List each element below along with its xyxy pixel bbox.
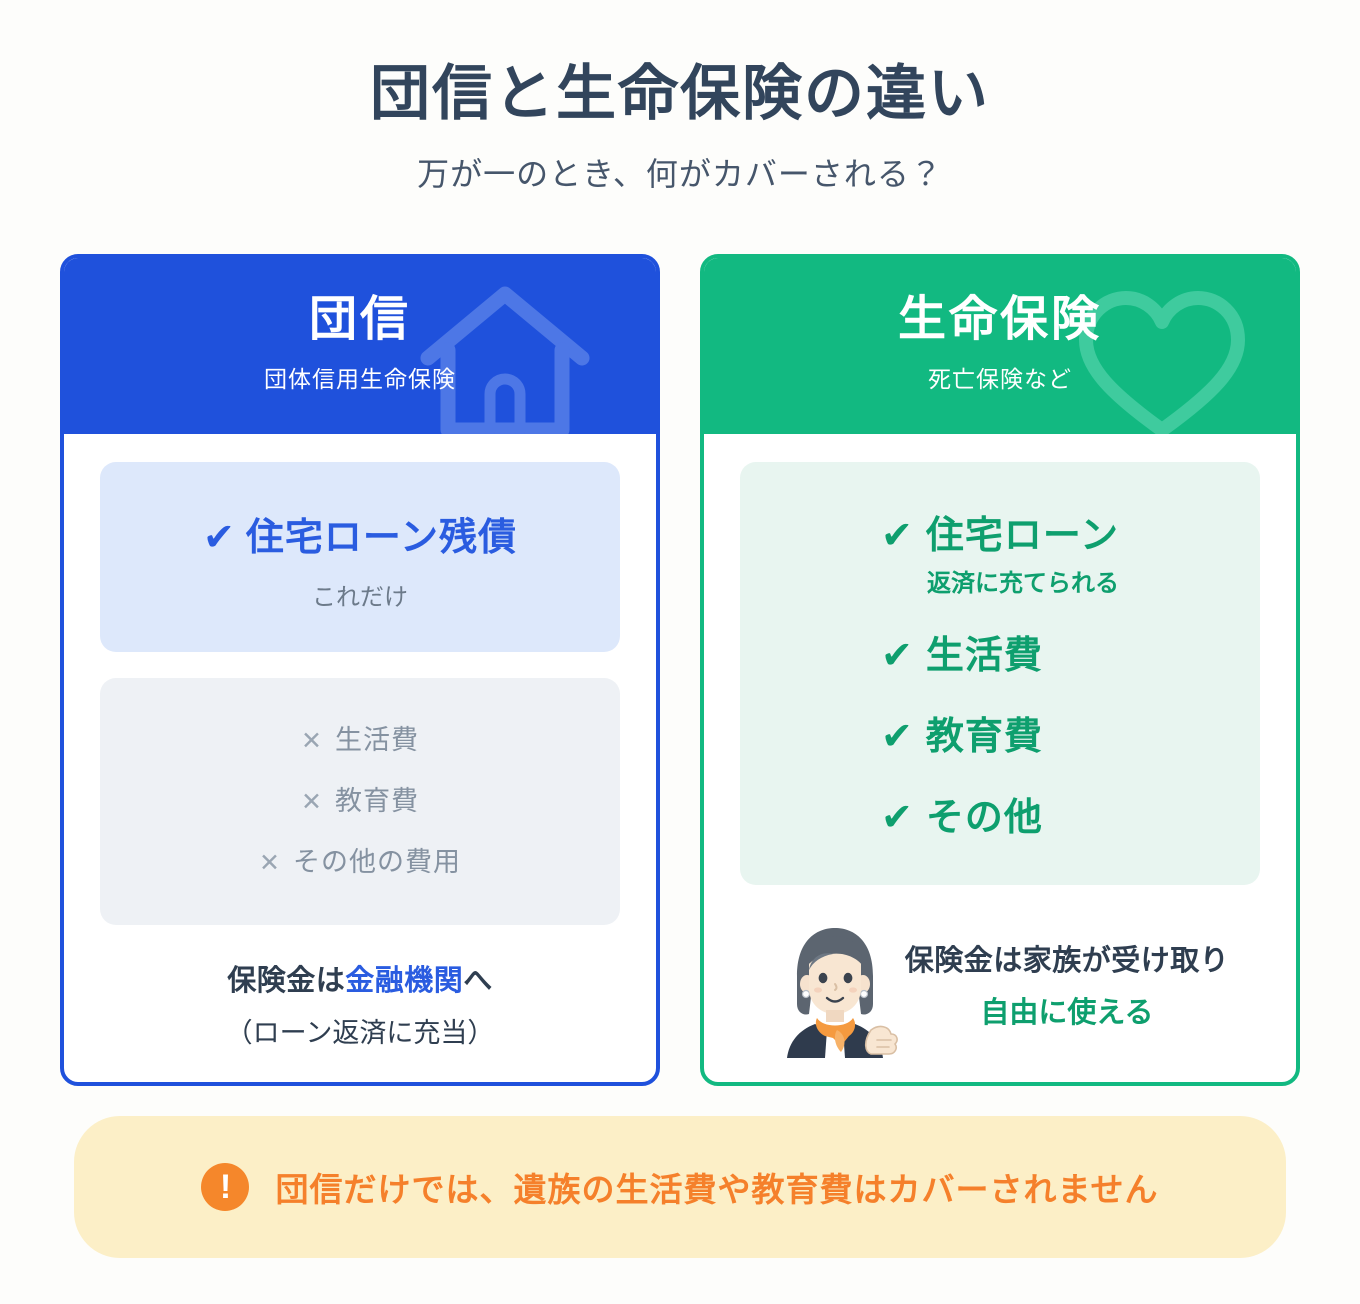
excluded-box: ✕ 生活費 ✕ 教育費 ✕ その他の費用 <box>100 678 620 925</box>
footer-suffix: へ <box>463 965 493 997</box>
card-seimei-hoken-header: 生命保険 死亡保険など <box>704 258 1296 434</box>
card-seimei-hoken-title: 生命保険 <box>897 293 1102 346</box>
covered-item: ✔住宅ローン残債 <box>110 506 610 561</box>
covered-item: ✔ その他 <box>881 786 1119 841</box>
page-subtitle: 万が一のとき、何がカバーされる？ <box>417 155 943 192</box>
covered-item-label: 住宅ローン残債 <box>245 517 517 559</box>
covered-item-label: 教育費 <box>925 716 1043 758</box>
covered-item-note: 返済に充てられる <box>927 570 1119 597</box>
card-dan-shin-body: ✔住宅ローン残債 これだけ ✕ 生活費 ✕ 教育費 ✕ その他の費用 <box>64 434 656 1082</box>
card-seimei-hoken-subtitle: 死亡保険など <box>928 366 1072 392</box>
excluded-item-label: その他の費用 <box>292 847 461 877</box>
exclamation-icon: ! <box>201 1163 250 1211</box>
card-dan-shin-header: 団信 団体信用生命保険 <box>64 258 656 434</box>
covered-item: ✔ 教育費 <box>881 705 1119 760</box>
covered-item-label: 住宅ローン <box>925 515 1119 557</box>
covered-box: ✔ 住宅ローン 返済に充てられる ✔ 生活費 ✔ 教育費 <box>740 462 1260 885</box>
covered-item: ✔ 住宅ローン 返済に充てられる <box>881 504 1119 598</box>
footer-line-2: 自由に使える <box>980 996 1154 1029</box>
card-dan-shin-title: 団信 <box>308 293 411 346</box>
warning-banner: ! 団信だけでは、遺族の生活費や教育費はカバーされません <box>74 1116 1286 1258</box>
check-icon: ✔ <box>881 797 914 839</box>
excluded-item-label: 生活費 <box>334 725 419 755</box>
footer-accent: 金融機関 <box>345 965 464 997</box>
cross-icon: ✕ <box>259 849 281 877</box>
card-seimei-hoken-body: ✔ 住宅ローン 返済に充てられる ✔ 生活費 ✔ 教育費 <box>704 434 1296 1082</box>
check-icon: ✔ <box>881 635 914 677</box>
footer-text: 保険金は家族が受け取り 自由に使える <box>905 937 1230 1031</box>
card-dan-shin: 団信 団体信用生命保険 ✔住宅ローン残債 これだけ ✕ 生活費 ✕ 教育費 <box>60 254 660 1086</box>
footer-line-1: 保険金は家族が受け取り <box>904 944 1230 977</box>
card-dan-shin-footer: 保険金は金融機関へ （ローン返済に充当） <box>100 925 620 1082</box>
covered-item-label: 生活費 <box>925 635 1043 677</box>
excluded-item: ✕ 教育費 <box>110 779 610 818</box>
page-header: 団信と生命保険の違い 万が一のとき、何がカバーされる？ <box>0 0 1360 195</box>
cross-icon: ✕ <box>301 727 323 755</box>
excluded-item: ✕ 生活費 <box>110 718 610 757</box>
covered-box: ✔住宅ローン残債 これだけ <box>100 462 620 652</box>
card-seimei-hoken: 生命保険 死亡保険など ✔ 住宅ローン 返済に充てられる <box>700 254 1300 1086</box>
warning-banner-text: 団信だけでは、遺族の生活費や教育費はカバーされません <box>275 1171 1159 1208</box>
check-icon: ✔ <box>881 515 914 557</box>
footer-line-1: 保険金は金融機関へ <box>120 957 600 999</box>
card-dan-shin-subtitle: 団体信用生命保険 <box>264 366 456 392</box>
covered-list: ✔ 住宅ローン 返済に充てられる ✔ 生活費 ✔ 教育費 <box>881 504 1119 841</box>
comparison-cards: 団信 団体信用生命保険 ✔住宅ローン残債 これだけ ✕生活費 ✕教育費 <box>60 254 1300 1086</box>
excluded-item: ✕ その他の費用 <box>110 840 610 879</box>
card-seimei-hoken-footer: 保険金は家族が受け取り 自由に使える <box>740 885 1260 1082</box>
page-title: 団信と生命保険の違い <box>370 60 990 127</box>
footer-prefix: 保険金は <box>227 965 346 997</box>
covered-item: ✔ 生活費 <box>881 624 1119 679</box>
excluded-item-label: 教育費 <box>334 786 419 816</box>
footer-line-2: （ローン返済に充当） <box>225 1018 495 1048</box>
check-icon: ✔ <box>203 517 236 559</box>
covered-item-label: その他 <box>925 797 1043 839</box>
check-icon: ✔ <box>881 716 914 758</box>
covered-item-note: これだけ <box>312 584 408 611</box>
cross-icon: ✕ <box>301 788 323 816</box>
woman-presenter-illustration <box>771 918 899 1063</box>
